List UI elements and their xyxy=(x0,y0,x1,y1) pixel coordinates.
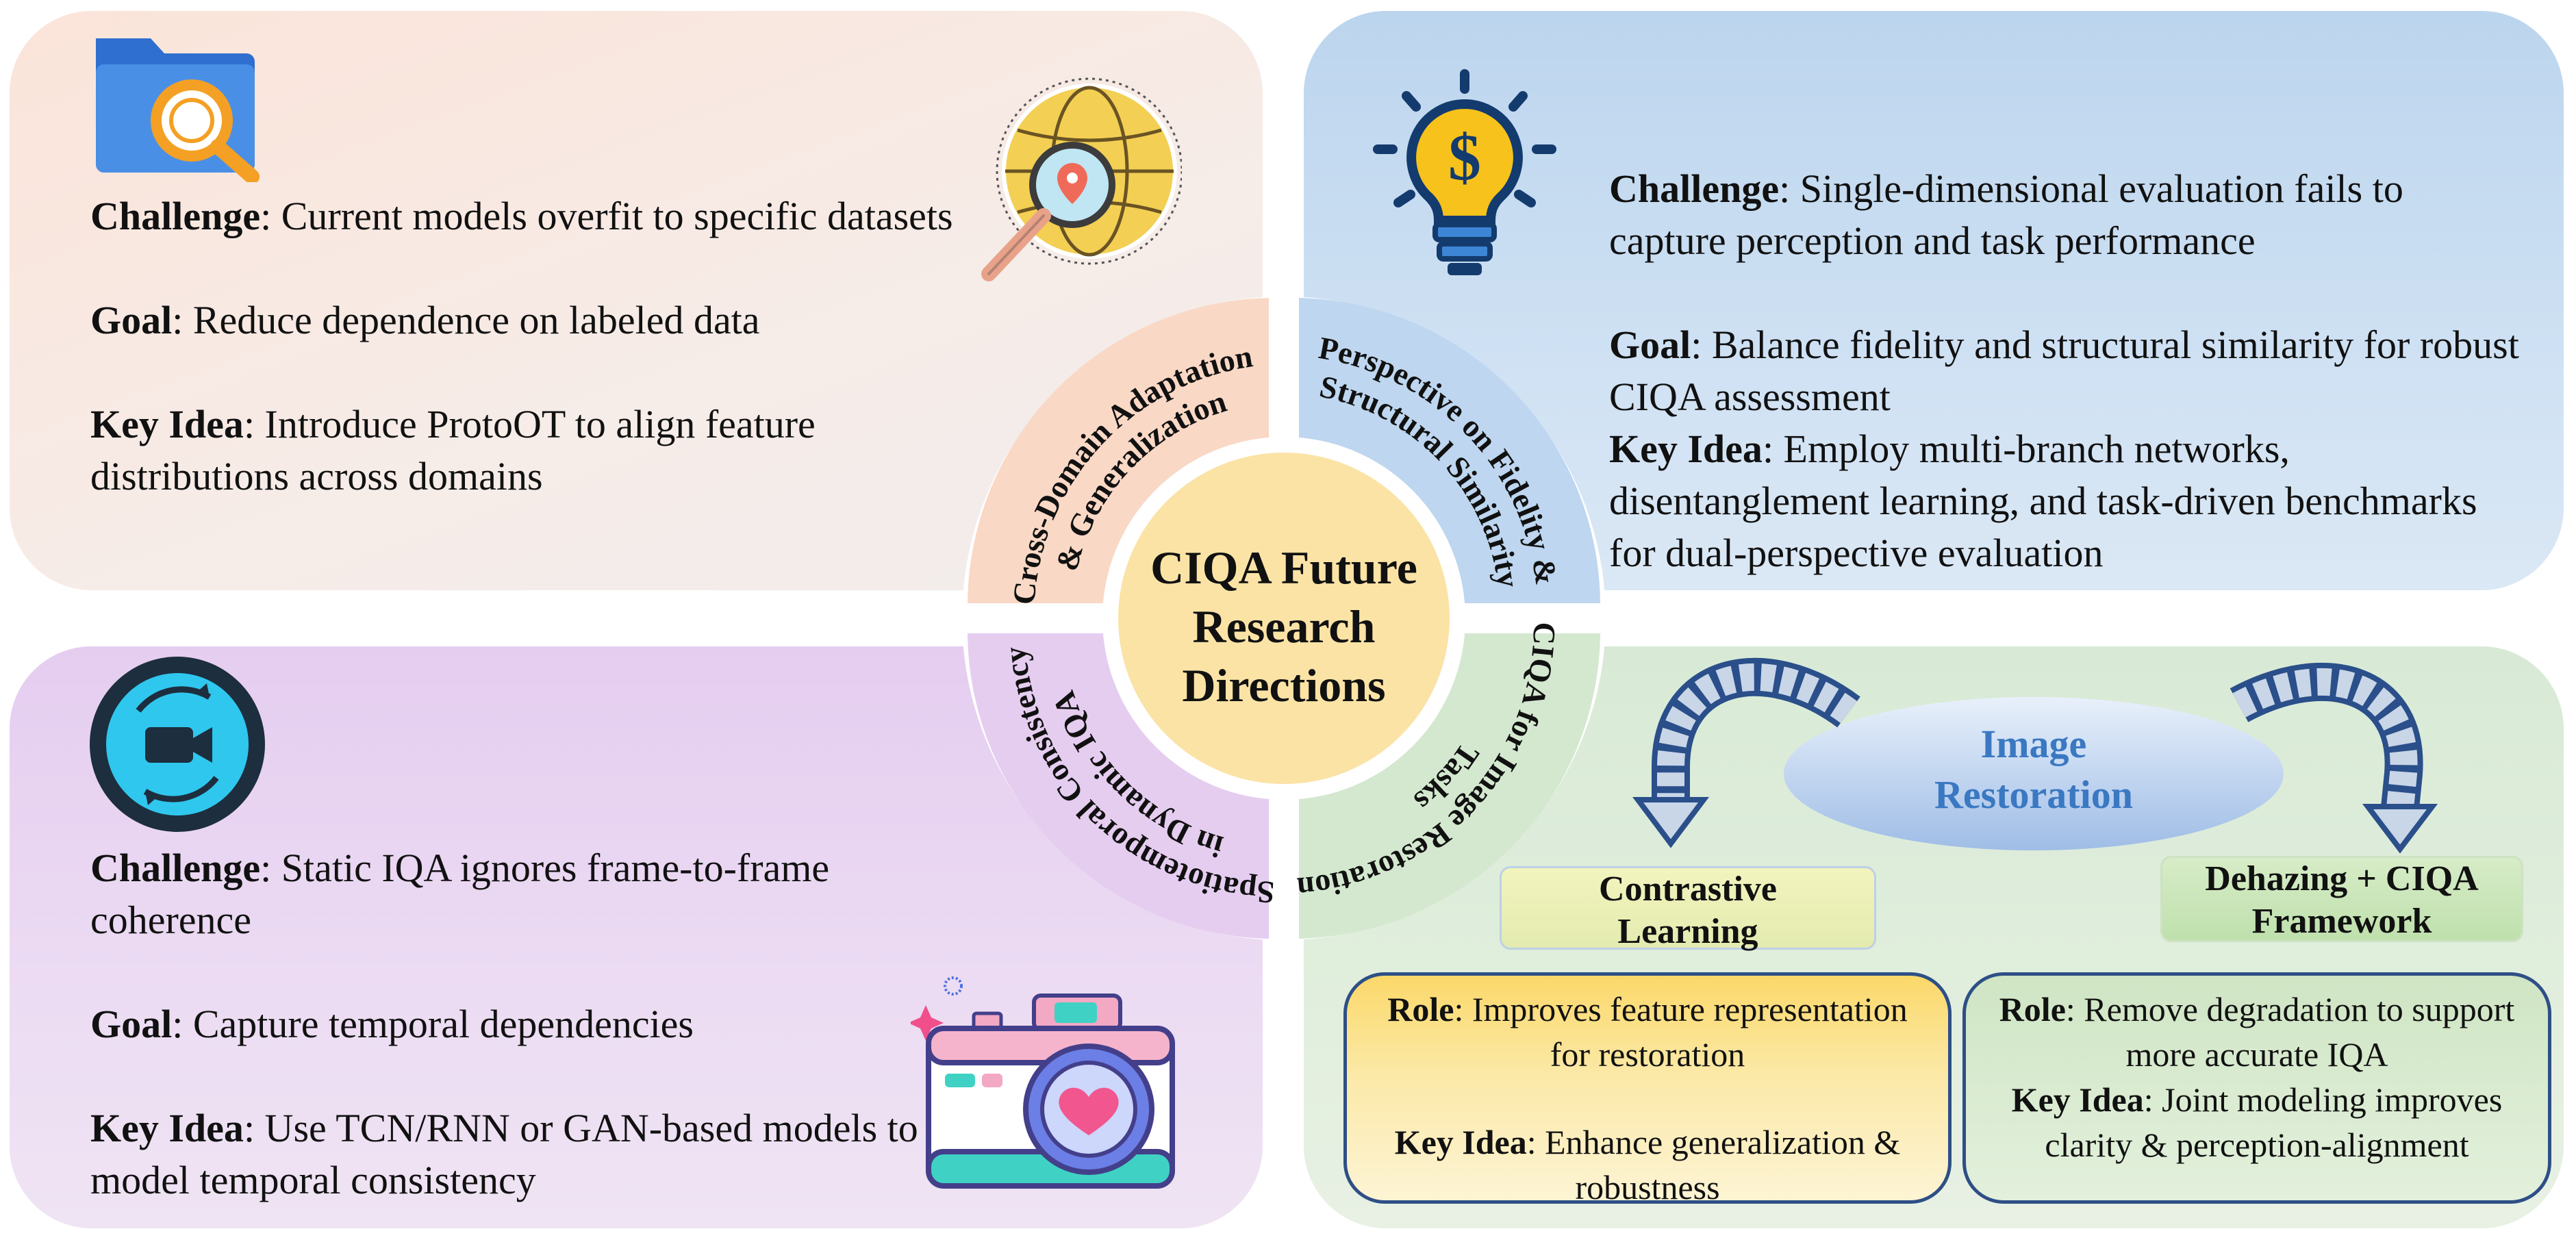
box-dehazing-key-text: : Joint modeling improves clarity & perc… xyxy=(2045,1080,2503,1164)
label-contrastive-learning: Contrastive Learning xyxy=(1500,866,1876,951)
folder-search-icon xyxy=(96,38,260,182)
bl-challenge-label: Challenge xyxy=(90,846,261,890)
bl-goal-text: : Capture temporal dependencies xyxy=(172,1002,694,1046)
tl-key: Key Idea: Introduce ProtoOT to align fea… xyxy=(90,398,953,503)
bl-text: Challenge: Static IQA ignores frame-to-f… xyxy=(90,842,939,1206)
bl-key: Key Idea: Use TCN/RNN or GAN-based model… xyxy=(90,1102,939,1206)
label-dehazing-line-1: Dehazing + CIQA xyxy=(2205,859,2479,898)
svg-text:$: $ xyxy=(1448,121,1481,194)
bl-goal: Goal: Capture temporal dependencies xyxy=(90,998,939,1050)
box-contrastive-role-text: : Improves feature representation for re… xyxy=(1454,990,1908,1074)
lightbulb-dollar-icon: $ xyxy=(1373,69,1556,275)
tl-text: Challenge: Current models overfit to spe… xyxy=(90,190,953,503)
tr-key-text: : Employ multi-branch networks, disentan… xyxy=(1609,427,2477,575)
tr-key-label: Key Idea xyxy=(1609,427,1763,471)
box-dehazing-details: Role: Remove degradation to support more… xyxy=(1962,972,2551,1204)
box-contrastive-details: Role: Improves feature representation fo… xyxy=(1343,972,1952,1206)
tl-challenge-text: : Current models overfit to specific dat… xyxy=(260,194,953,238)
center-title-line-3: Directions xyxy=(1182,659,1385,711)
label-contrastive-line-1: Contrastive xyxy=(1599,870,1777,909)
globe-location-icon xyxy=(981,77,1182,281)
center-title-line-1: CIQA Future xyxy=(1150,542,1417,594)
tl-challenge: Challenge: Current models overfit to spe… xyxy=(90,190,953,242)
tr-goal-label: Goal xyxy=(1609,322,1691,367)
curved-arrow-right-icon xyxy=(2230,662,2438,854)
center-title-line-2: Research xyxy=(1193,600,1376,653)
bl-challenge: Challenge: Static IQA ignores frame-to-f… xyxy=(90,842,939,946)
hub-ellipse xyxy=(1784,697,2284,850)
box-contrastive-key-label: Key Idea xyxy=(1394,1123,1527,1161)
tl-key-label: Key Idea xyxy=(90,402,244,446)
curved-arrow-left-icon xyxy=(1632,657,1860,848)
video-camera-icon xyxy=(90,657,265,832)
box-contrastive-key-text: : Enhance generalization & robustness xyxy=(1526,1123,1901,1206)
tr-challenge-label: Challenge xyxy=(1609,166,1780,211)
tr-challenge-text: : Single-dimensional evaluation fails to… xyxy=(1609,166,2403,263)
tl-goal-text: : Reduce dependence on labeled data xyxy=(172,298,760,342)
hub-label-line-2: Restoration xyxy=(1934,772,2133,817)
box-dehazing-key: Key Idea: Joint modeling improves clarit… xyxy=(1986,1077,2527,1167)
tr-text: Challenge: Single-dimensional evaluation… xyxy=(1609,163,2520,579)
label-contrastive-line-2: Learning xyxy=(1617,912,1758,951)
tr-key: Key Idea: Employ multi-branch networks, … xyxy=(1609,423,2520,579)
tl-goal-label: Goal xyxy=(90,298,173,342)
tr-goal: Goal: Balance fidelity and structural si… xyxy=(1609,319,2520,423)
bl-challenge-text: : Static IQA ignores frame-to-frame cohe… xyxy=(90,846,830,942)
bl-goal-label: Goal xyxy=(90,1002,173,1046)
bl-key-label: Key Idea xyxy=(90,1106,244,1150)
box-contrastive-role-label: Role xyxy=(1387,990,1454,1028)
tl-goal: Goal: Reduce dependence on labeled data xyxy=(90,294,953,346)
tr-challenge: Challenge: Single-dimensional evaluation… xyxy=(1609,163,2520,267)
camera-heart-icon xyxy=(911,976,1175,1189)
label-dehazing-framework: Dehazing + CIQA Framework xyxy=(2160,856,2523,942)
tl-challenge-label: Challenge xyxy=(90,194,261,238)
box-dehazing-role: Role: Remove degradation to support more… xyxy=(1986,987,2527,1077)
box-dehazing-role-text: : Remove degradation to support more acc… xyxy=(2065,990,2515,1074)
hub-label-line-1: Image xyxy=(1981,722,2087,766)
box-contrastive-role: Role: Improves feature representation fo… xyxy=(1367,987,1928,1077)
box-dehazing-key-label: Key Idea xyxy=(2011,1080,2144,1119)
center-circle xyxy=(1118,453,1450,784)
bl-key-text: : Use TCN/RNN or GAN-based models to mod… xyxy=(90,1106,918,1202)
box-contrastive-key: Key Idea: Enhance generalization & robus… xyxy=(1367,1119,1928,1210)
box-dehazing-role-label: Role xyxy=(1999,990,2066,1028)
tr-goal-text: : Balance fidelity and structural simila… xyxy=(1609,322,2519,419)
label-dehazing-line-2: Framework xyxy=(2251,902,2432,941)
tl-key-text: : Introduce ProtoOT to align feature dis… xyxy=(90,402,816,498)
